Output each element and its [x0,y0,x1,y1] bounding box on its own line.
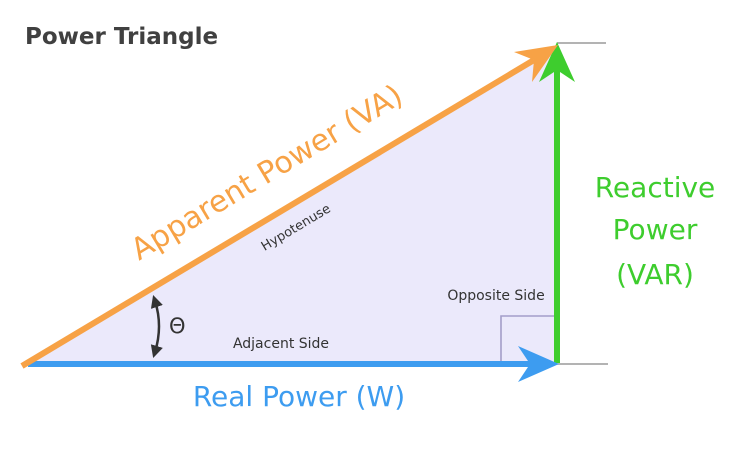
opposite-side-label: Opposite Side [447,288,544,304]
reactive-power-arrowhead [539,42,575,82]
apparent-power-arrow-line [20,57,536,369]
reactive-power-label-line3: (VAR) [616,258,694,291]
right-angle-marker [500,315,557,363]
real-power-arrowhead [518,346,559,382]
reactive-power-label-line2: Power [613,213,698,246]
real-power-label: Real Power (W) [193,380,405,413]
double-headed-arrow-icon [150,295,163,358]
reactive-power-label-line1: Reactive [595,171,716,204]
theta-label: Θ [169,314,186,338]
page-title: Power Triangle [25,24,218,50]
apparent-power-arrowhead [514,45,558,82]
adjacent-side-label: Adjacent Side [233,336,329,352]
